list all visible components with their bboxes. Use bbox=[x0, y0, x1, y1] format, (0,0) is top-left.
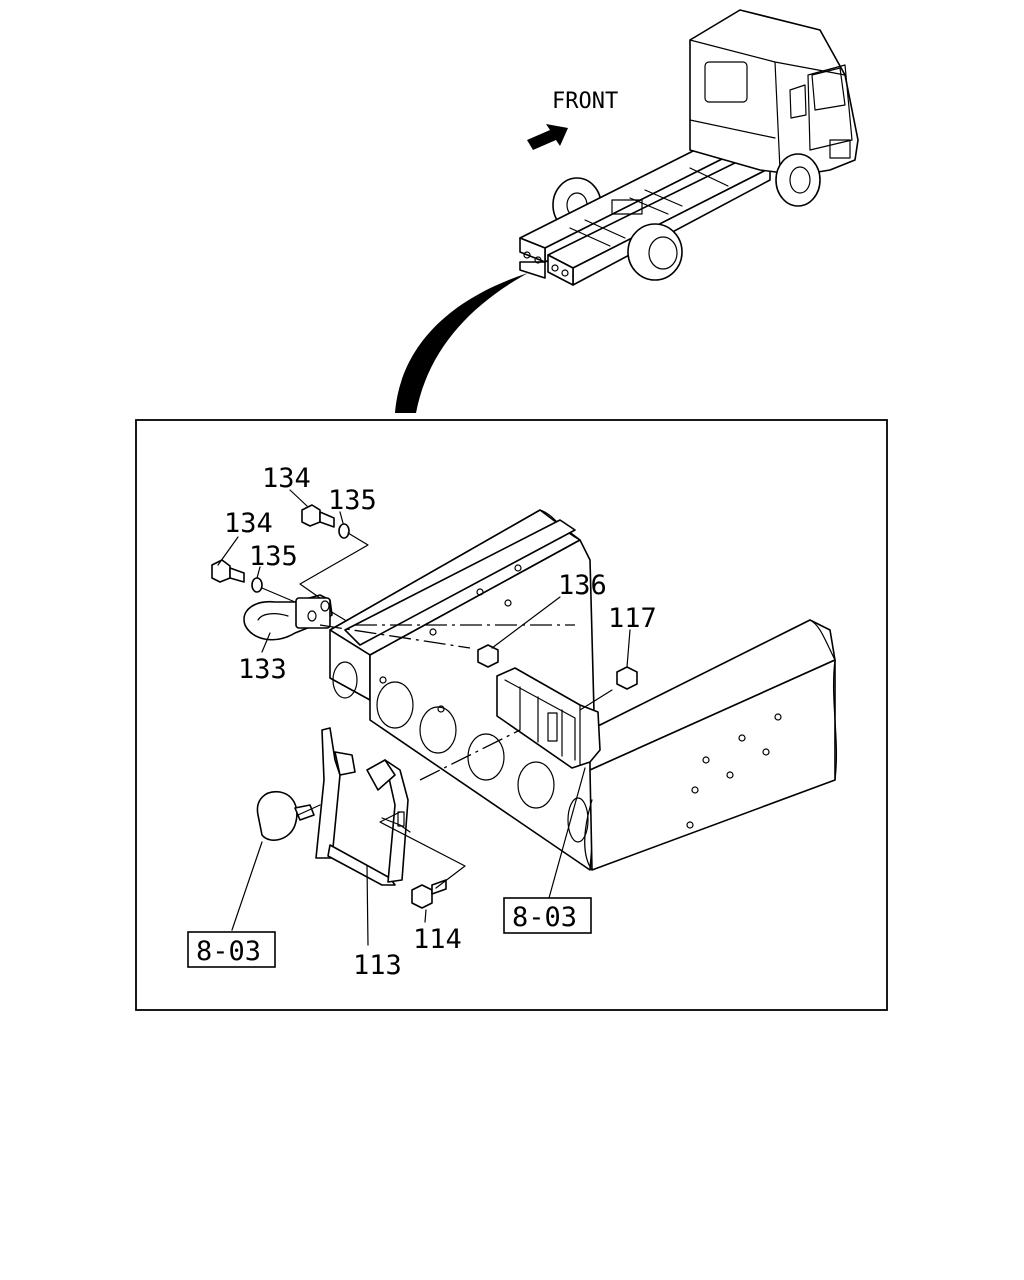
washer-135-lower bbox=[251, 577, 263, 593]
ref-box-left[interactable]: 8-03 bbox=[187, 931, 276, 968]
detail-callout-pointer bbox=[395, 273, 528, 413]
ref-label-left: 8-03 bbox=[196, 936, 261, 967]
truck-cab bbox=[689, 9, 859, 207]
front-arrow-icon bbox=[527, 124, 568, 150]
bolt-134-upper bbox=[301, 504, 335, 528]
lamp-bracket-113 bbox=[315, 727, 409, 886]
assembly-lines bbox=[217, 489, 631, 946]
label-113: 113 bbox=[353, 950, 402, 981]
chassis-frame bbox=[519, 139, 771, 286]
label-135-lower: 135 bbox=[249, 541, 298, 572]
front-label: FRONT bbox=[552, 89, 618, 114]
nut-136 bbox=[477, 644, 499, 668]
bolt-134-lower bbox=[211, 559, 245, 583]
label-136: 136 bbox=[558, 570, 607, 601]
label-114: 114 bbox=[413, 924, 462, 955]
label-134-upper: 134 bbox=[262, 463, 311, 494]
tow-hook-133 bbox=[243, 594, 333, 641]
ref-box-right[interactable]: 8-03 bbox=[503, 897, 592, 934]
part-number-labels: 134 135 134 135 133 136 117 114 113 bbox=[224, 463, 657, 981]
label-135-upper: 135 bbox=[328, 485, 377, 516]
label-117: 117 bbox=[608, 603, 657, 634]
ref-label-right: 8-03 bbox=[512, 902, 577, 933]
washer-135-upper bbox=[338, 523, 350, 539]
rear-axle-wheel bbox=[627, 223, 683, 281]
marker-lamp bbox=[256, 790, 315, 841]
detail-frame bbox=[135, 419, 888, 1011]
rear-combination-lamp bbox=[496, 667, 601, 769]
rear-frame-rails bbox=[329, 509, 838, 871]
nut-117 bbox=[616, 666, 638, 690]
truck-overview: FRONT bbox=[519, 9, 859, 286]
label-133: 133 bbox=[238, 654, 287, 685]
bolt-114 bbox=[411, 879, 447, 909]
label-134-lower: 134 bbox=[224, 508, 273, 539]
